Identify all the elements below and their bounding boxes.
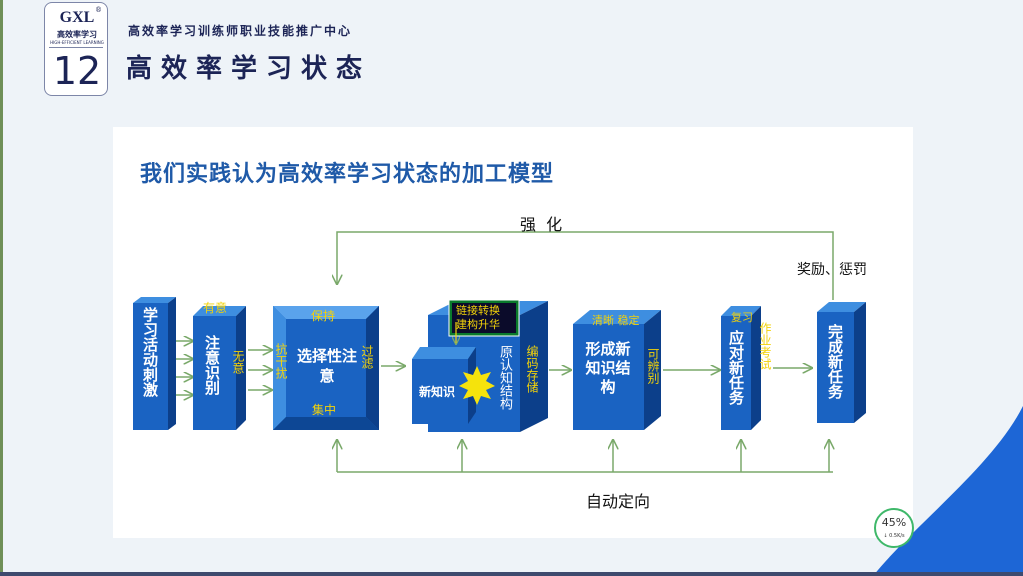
callout-line2: 建构升华 (456, 318, 500, 331)
orientation-label: 自动定向 (586, 492, 651, 511)
knowledge-cube (412, 299, 548, 432)
apply-box (721, 306, 761, 430)
corner-wave-decoration (873, 406, 1023, 576)
status-speed: ↓ 0.5K/s (883, 533, 905, 539)
new-knowledge-text: 新知识 (418, 385, 455, 399)
structure-text: 形成新知识结构 (585, 340, 631, 396)
status-percent: 45% (881, 516, 907, 529)
star-icon (459, 366, 495, 405)
attention-top-text: 有意 (203, 301, 228, 315)
flow-arrows (175, 341, 812, 395)
selective-text: 选择性注意 (296, 347, 357, 385)
page-number: 12 (52, 49, 102, 93)
selective-box (273, 306, 379, 430)
orientation-lines (337, 440, 833, 473)
attention-text: 注意识别 (203, 335, 221, 395)
selective-top-text: 保持 (311, 309, 336, 323)
filter-text: 过滤 (360, 345, 374, 369)
apply-top-text: 复习 (731, 311, 753, 324)
stimulus-text: 学习活动刺激 (141, 307, 159, 397)
resist-text: 抗干扰 (274, 343, 288, 379)
logo-text: GXL (59, 9, 95, 26)
logo-divider (49, 47, 103, 48)
apply-text: 应对新任务 (727, 330, 745, 405)
logo-subtitle: 高效率学习 (57, 30, 97, 39)
complete-box (817, 302, 866, 423)
network-status-widget[interactable]: 45% ↓ 0.5K/s (874, 508, 914, 548)
original-text: 原认知结构 (497, 345, 512, 410)
stimulus-box (133, 297, 176, 430)
page-title: 高效率学习状态 (126, 54, 372, 84)
attention-box (193, 306, 246, 430)
logo-badge: GXL ® 高效率学习 HIGH-EFFICIENT LEARNING 12 (44, 2, 108, 96)
attention-side-text: 无意 (231, 350, 245, 374)
callout-line1: 链接转换 (456, 304, 500, 317)
reward-label: 奖励、惩罚 (797, 262, 867, 278)
registered-mark: ® (95, 6, 102, 14)
reinforcement-loop (337, 231, 834, 300)
logo-english: HIGH-EFFICIENT LEARNING (50, 40, 104, 45)
homework-text: 作业考试 (758, 322, 772, 370)
left-edge-strip (0, 0, 3, 576)
complete-text: 完成新任务 (826, 324, 844, 399)
reinforce-label: 强 化 (520, 215, 563, 234)
distinguish-text: 可辨别 (646, 348, 660, 384)
bottom-edge-strip (0, 572, 1023, 576)
structure-top-text: 清晰 稳定 (592, 314, 640, 327)
org-name: 高效率学习训练师职业技能推广中心 (128, 24, 353, 38)
encode-text: 编码存储 (525, 345, 539, 393)
selective-bottom-text: 集中 (312, 403, 337, 417)
diagram-title: 我们实践认为高效率学习状态的加工模型 (140, 162, 555, 187)
structure-box (573, 310, 661, 430)
